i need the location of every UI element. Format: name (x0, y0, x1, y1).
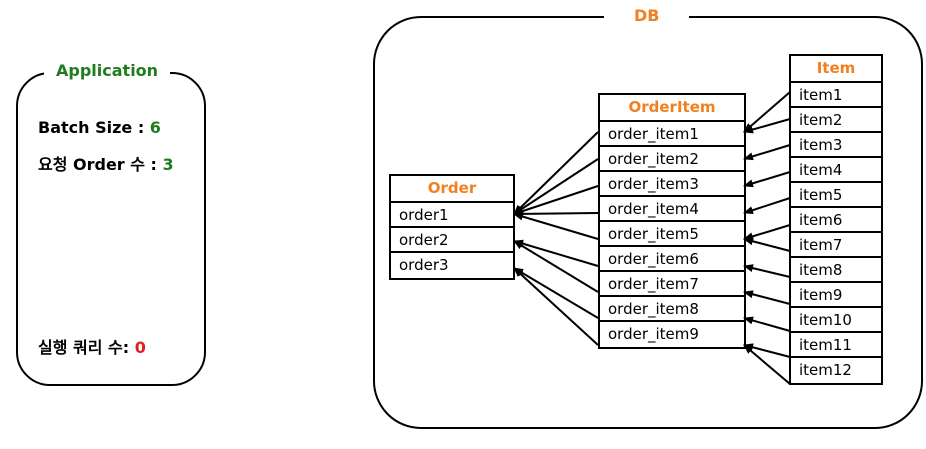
batch-size-value: 6 (149, 118, 161, 137)
item-row: item9 (791, 283, 881, 308)
order-item-to-order-arrow (513, 212, 599, 240)
order-item-to-order-arrow (513, 131, 599, 215)
application-panel (16, 72, 206, 386)
item-to-order-item-arrow (743, 316, 791, 332)
order-item-row: order_item4 (600, 197, 744, 222)
query-count-line: 실행 쿼리 수: 0 (38, 338, 146, 358)
item-row: item10 (791, 308, 881, 333)
order-item-to-order-arrow (513, 185, 599, 215)
item-to-order-item-arrow (743, 171, 791, 188)
order-item-row: order_item9 (608, 325, 699, 343)
application-title: Application (44, 61, 171, 81)
item-to-order-item-arrow (743, 91, 791, 133)
order-count-line: 요청 Order 수 : 3 (38, 155, 174, 175)
order-item-row: order_item3 (600, 172, 744, 197)
item-row: item7 (791, 233, 881, 258)
order-item-to-order-arrow (513, 267, 599, 346)
item-row: item12 (799, 361, 852, 379)
order-item-to-order-arrow (513, 239, 599, 267)
db-title: DB (604, 6, 690, 26)
batch-size-label: Batch Size : (38, 118, 150, 137)
item-to-order-item-arrow (743, 264, 791, 278)
order-item-row: order_item7 (600, 272, 744, 297)
order-table: Order order1 order2 order3 (389, 174, 515, 280)
order-row: order2 (391, 228, 513, 253)
item-row: item6 (791, 208, 881, 233)
batch-size-line: Batch Size : 6 (38, 118, 161, 138)
order-item-to-order-arrow (513, 267, 599, 319)
order-row: order1 (391, 203, 513, 228)
item-row: item2 (791, 108, 881, 133)
order-count-value: 3 (162, 155, 174, 174)
order-item-row: order_item6 (600, 247, 744, 272)
order-item-table-header: OrderItem (600, 95, 744, 122)
order-item-to-order-arrow (513, 158, 599, 215)
item-to-order-item-arrow (743, 290, 791, 305)
item-row: item4 (791, 158, 881, 183)
query-count-value: 0 (134, 338, 146, 357)
item-row: item8 (791, 258, 881, 283)
order-row: order3 (399, 256, 449, 274)
item-to-order-item-arrow (743, 118, 791, 134)
query-count-label: 실행 쿼리 수: (38, 338, 135, 357)
item-to-order-item-arrow (743, 144, 791, 161)
item-to-order-item-arrow (743, 224, 791, 241)
order-item-row: order_item1 (600, 122, 744, 147)
order-item-row: order_item8 (600, 297, 744, 322)
order-count-label: 요청 Order 수 : (38, 155, 163, 174)
order-table-header: Order (391, 176, 513, 203)
order-item-to-order-arrow (513, 240, 599, 293)
item-row: item5 (791, 183, 881, 208)
order-item-to-order-arrow (513, 209, 599, 218)
order-item-row: order_item5 (600, 222, 744, 247)
order-item-row: order_item2 (600, 147, 744, 172)
order-item-table: OrderItem order_item1 order_item2 order_… (598, 93, 746, 349)
item-to-order-item-arrow (743, 197, 791, 215)
item-table-header: Item (791, 56, 881, 83)
item-row: item11 (791, 333, 881, 358)
item-to-order-item-arrow (743, 237, 791, 252)
item-table: Item item1 item2 item3 item4 item5 item6… (789, 54, 883, 385)
item-row: item1 (791, 83, 881, 108)
item-row: item3 (791, 133, 881, 158)
item-to-order-item-arrow (743, 344, 791, 385)
